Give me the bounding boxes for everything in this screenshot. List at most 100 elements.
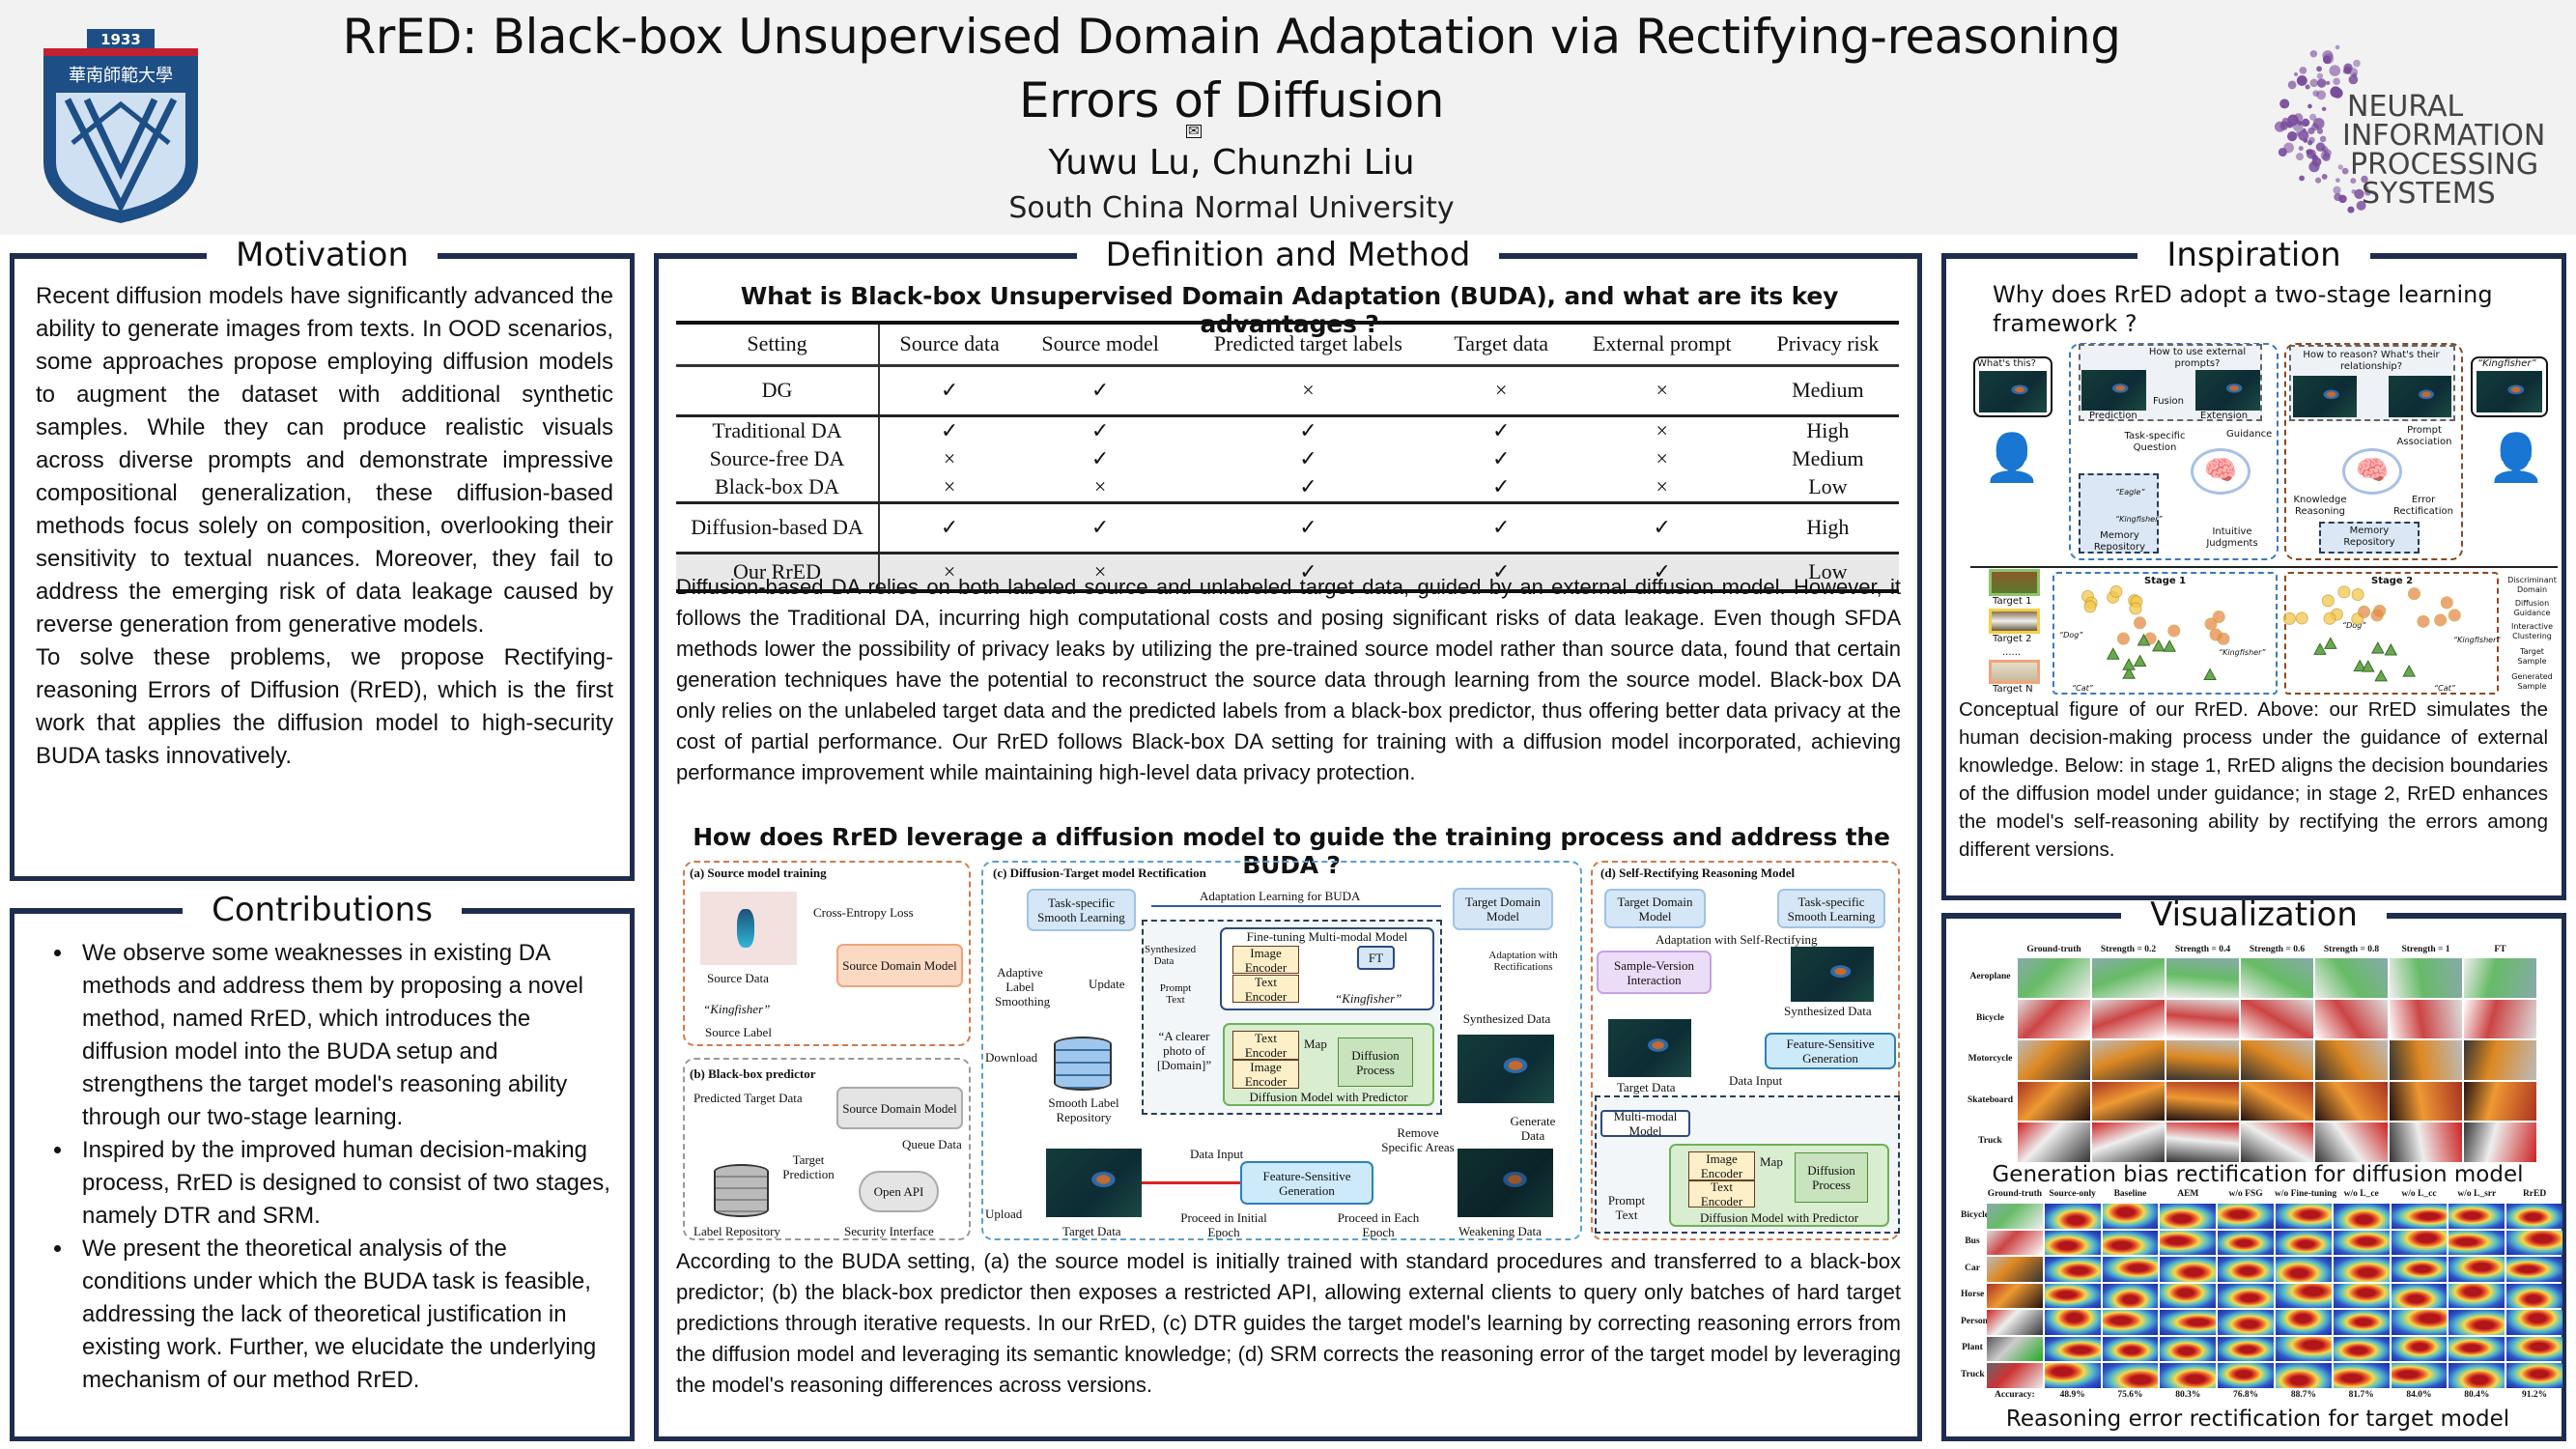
- sample-image: [2390, 1122, 2462, 1162]
- svg-text:華南師範大學: 華南師範大學: [69, 66, 173, 86]
- panel-c-title: (c) Diffusion-Target model Rectification: [993, 866, 1206, 880]
- heatmap-cell: [2333, 1283, 2390, 1308]
- sample-image: [2390, 1040, 2462, 1080]
- legend-generated-sample: Generated Sample: [2511, 672, 2553, 691]
- heatmap-cell: [2333, 1336, 2390, 1361]
- column-header: w/o Fine-tuning: [2275, 1189, 2337, 1199]
- panel-c: [981, 861, 1582, 1240]
- table-cell: Diffusion-based DA: [676, 500, 880, 553]
- neurips-line-2: INFORMATION: [2342, 119, 2545, 153]
- table-cell: ✓: [1181, 551, 1435, 591]
- logo-dot: [2315, 142, 2326, 152]
- inspiration-figure: What's this? 👤 How to use external promp…: [1966, 340, 2560, 696]
- heatmap-cell: [2391, 1310, 2448, 1335]
- ext-prompt-label: How to use external prompts?: [2148, 347, 2247, 369]
- legend-guidance: Diffusion Guidance: [2513, 599, 2551, 617]
- initial-epoch-label: Proceed in Initial Epoch: [1180, 1210, 1267, 1239]
- divider: [1970, 566, 2558, 568]
- cluster-marker: [2151, 639, 2166, 652]
- sample-image: [2092, 1081, 2165, 1121]
- prompt-text-label: Prompt Text: [1159, 982, 1192, 1006]
- table-cell: ×: [1656, 474, 1668, 499]
- table-cell: High: [1756, 500, 1899, 553]
- each-epoch-label: Proceed in Each Epoch: [1337, 1210, 1420, 1239]
- logo-dot: [2354, 188, 2364, 200]
- contribution-item: We observe some weaknesses in existing D…: [74, 937, 613, 1134]
- cluster-marker: [2374, 668, 2389, 682]
- answer-label: “Kingfisher”: [2477, 358, 2536, 369]
- accuracy-value: 88.7%: [2290, 1389, 2316, 1400]
- targetN-image: [1989, 660, 2040, 684]
- srm-target-image: [1608, 1019, 1691, 1077]
- motivation-panel: Motivation Recent diffusion models have …: [10, 236, 635, 881]
- row-label: Aeroplane: [1969, 972, 2011, 982]
- logo-dot: [2287, 114, 2299, 127]
- cluster-marker: [2370, 641, 2385, 654]
- heatmap-cell: [2218, 1283, 2274, 1308]
- logo-dot: [2350, 178, 2357, 185]
- task-smooth-learning-box: Task-specific Smooth Learning: [1027, 889, 1136, 931]
- table-cell: Black-box DA: [676, 473, 880, 502]
- row-label: Bicycle: [1961, 1209, 1990, 1220]
- table-cell: ✓: [1434, 413, 1568, 444]
- answer-image: [2477, 371, 2542, 412]
- table-cell: ✓: [1019, 500, 1181, 553]
- column-header: w/o L_srr: [2457, 1189, 2497, 1199]
- srm-task-smooth-box: Task-specific Smooth Learning: [1777, 889, 1885, 928]
- sample-image: [2018, 1081, 2090, 1121]
- sample-image: [2464, 958, 2536, 998]
- column-header: Source-only: [2049, 1189, 2096, 1199]
- heatmap-cell: [2333, 1363, 2390, 1388]
- logo-dot: [2307, 103, 2312, 109]
- task-question-label: Task-specific Question: [2124, 431, 2186, 453]
- multimodal-model-box: Multi-modal Model: [1600, 1109, 1690, 1138]
- table-cell: ✓: [1492, 446, 1511, 470]
- cluster-marker: [2417, 614, 2430, 628]
- sample-image: [2166, 1122, 2239, 1162]
- panel-b: [683, 1058, 971, 1240]
- generation-caption: Generation bias rectification for diffus…: [1992, 1162, 2524, 1187]
- table-cell: ✓: [940, 378, 959, 402]
- row-label: Car: [1965, 1263, 1980, 1273]
- srm-image-encoder-box: Image Encoder: [1688, 1151, 1755, 1180]
- accuracy-value: 81.7%: [2348, 1389, 2374, 1400]
- heatmap-cell: [2102, 1310, 2159, 1335]
- sample-image: [2315, 958, 2388, 998]
- ce-loss-label: Cross-Entropy Loss: [813, 905, 914, 920]
- query-image: [1979, 371, 2047, 412]
- logo-dot: [2298, 129, 2309, 141]
- logo-dot: [2341, 167, 2349, 175]
- sample-image: [2241, 1081, 2313, 1121]
- panel-a-title: (a) Source model training: [690, 866, 827, 880]
- inspiration-caption: Conceptual figure of our RrED. Above: ou…: [1959, 698, 2548, 861]
- logo-dot: [2316, 72, 2324, 80]
- logo-dot: [2347, 206, 2355, 213]
- cluster-marker: [2137, 633, 2151, 646]
- row-label: Horse: [1961, 1290, 1985, 1300]
- heatmap-cell: [2449, 1363, 2505, 1388]
- heatmap-cell: [2044, 1336, 2101, 1361]
- cluster-marker: [2313, 642, 2327, 655]
- cluster-marker: [2448, 609, 2461, 622]
- neurips-line-4: SYSTEMS: [2362, 177, 2496, 211]
- heatmap-cell: [2102, 1283, 2159, 1308]
- table-cell: ✓: [1299, 474, 1317, 499]
- table-cell: ×: [943, 446, 956, 470]
- table-row: Diffusion-based DA✓✓✓✓✓High: [676, 500, 1899, 553]
- table-cell: Low: [1756, 551, 1899, 591]
- column-header: RrED: [2522, 1189, 2547, 1199]
- feature-sensitive-generation-box: Feature-Sensitive Generation: [1240, 1161, 1373, 1205]
- heatmap-cell: [2391, 1257, 2448, 1282]
- cluster-marker: [2407, 587, 2420, 601]
- heatmap-cell: [2506, 1230, 2562, 1255]
- panel-a: [683, 861, 971, 1046]
- heatmap-cell: [2333, 1310, 2390, 1335]
- table-header: External prompt: [1567, 321, 1757, 367]
- cluster-marker: [2109, 584, 2123, 598]
- sample-image: [2018, 1122, 2090, 1162]
- panel-d-title: (d) Self-Rectifying Reasoning Model: [1600, 866, 1796, 880]
- target1-image: [1989, 569, 2040, 596]
- sample-image: [1987, 1363, 2043, 1388]
- column-header: Strength = 0.6: [2249, 945, 2306, 954]
- reading-person-icon: 👤: [1983, 431, 2041, 485]
